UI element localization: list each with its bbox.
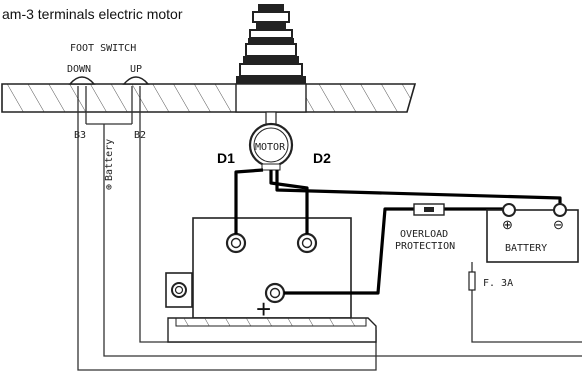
wire-battery-positive xyxy=(103,124,582,357)
wire-b3-label: B3 xyxy=(74,130,86,141)
motor xyxy=(248,111,294,171)
wire-b3 xyxy=(77,124,377,371)
deck xyxy=(1,83,417,113)
fuse-label: F. 3A xyxy=(483,278,513,289)
battery xyxy=(486,203,579,263)
cable-d1 xyxy=(234,168,264,234)
overload-protection-line1: OVERLOAD xyxy=(400,229,448,240)
battery-wire-plus-symbol: ⊕ xyxy=(104,184,115,190)
terminal-d2 xyxy=(296,232,318,254)
wire-b2 xyxy=(139,124,190,343)
battery-wire-label: ⊕ Battery xyxy=(104,139,115,190)
cable-d2 xyxy=(269,170,309,234)
foot-switch-down-button xyxy=(68,76,96,85)
motor-terminal-d1-label: D1 xyxy=(217,150,235,166)
windlass-drum xyxy=(236,4,306,84)
fuse-3a xyxy=(468,271,476,291)
motor-terminal-d2-label: D2 xyxy=(313,150,331,166)
motor-label: MOTOR xyxy=(255,142,286,153)
foot-switch-up-label: UP xyxy=(130,64,142,75)
overload-protection-breaker xyxy=(413,203,445,216)
foot-switch-down-label: DOWN xyxy=(67,64,91,75)
positive-terminal-symbol: + xyxy=(256,294,271,324)
foot-switch-up-button xyxy=(122,76,150,85)
battery-wire-text: Battery xyxy=(104,139,115,181)
terminal-ground xyxy=(171,282,187,298)
battery-positive-symbol: ⊕ xyxy=(502,217,513,232)
terminal-d1 xyxy=(225,232,247,254)
diagram-title: am-3 terminals electric motor xyxy=(2,6,183,22)
wire-fuse-feed xyxy=(471,262,582,343)
cable-positive-to-overload xyxy=(284,207,414,295)
control-box xyxy=(165,217,377,343)
foot-switch-label: FOOT SWITCH xyxy=(70,43,136,54)
battery-negative-symbol: ⊖ xyxy=(553,217,564,232)
foot-switch-contacts xyxy=(77,86,141,125)
overload-protection-line2: PROTECTION xyxy=(395,241,455,252)
battery-label: BATTERY xyxy=(505,243,547,254)
